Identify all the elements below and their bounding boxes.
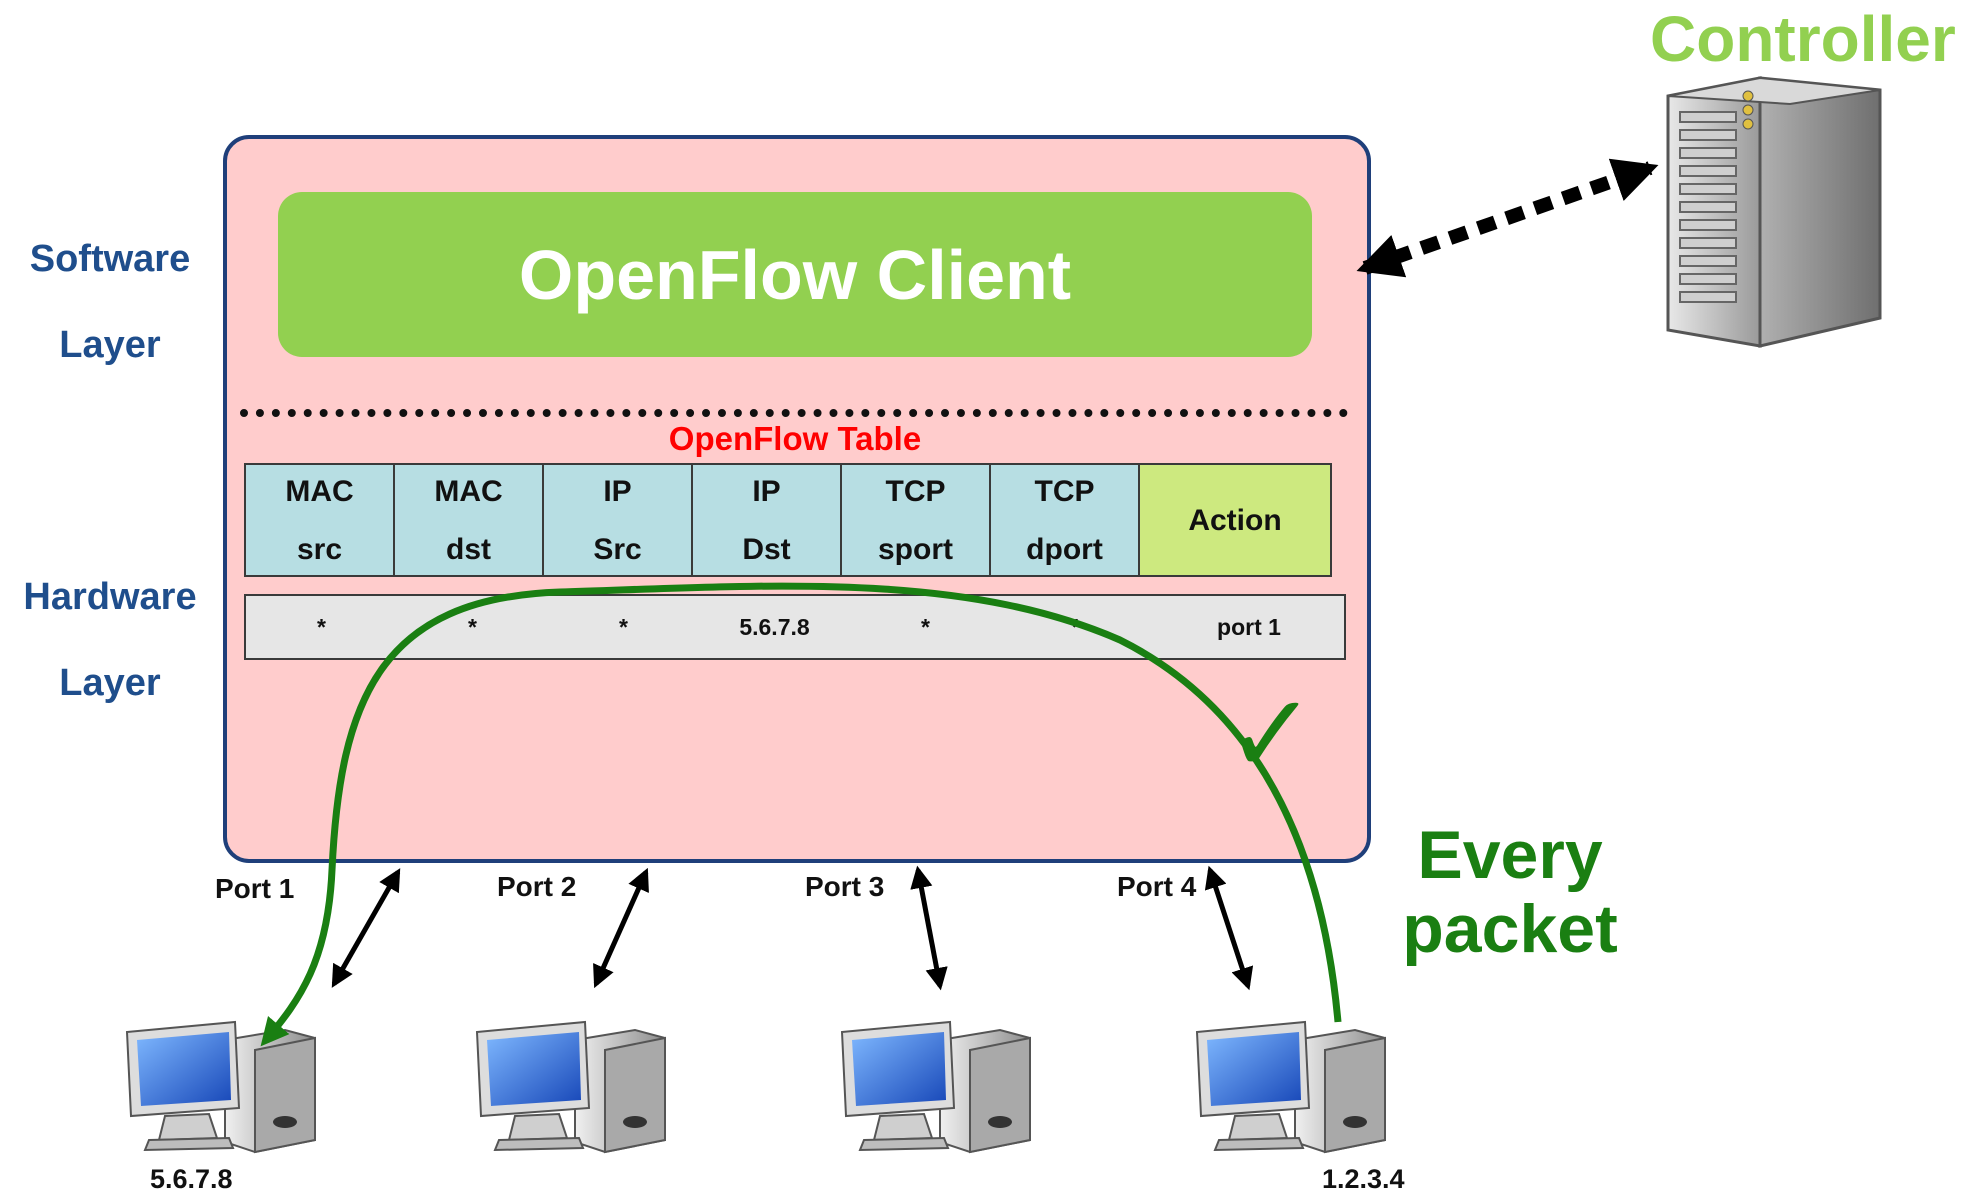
header-ip-src: IP Src — [542, 463, 693, 577]
header-ip-dst: IP Dst — [691, 463, 842, 577]
header-cell-bottom: dport — [1026, 533, 1103, 566]
header-mac-dst: MAC dst — [393, 463, 544, 577]
port2-arrow — [593, 867, 649, 989]
header-cell-bottom: dst — [446, 533, 491, 566]
rule-mac-dst: * — [468, 613, 477, 640]
host3-computer-icon — [841, 1021, 1031, 1153]
host1-computer-icon — [126, 1021, 316, 1153]
header-cell-top: IP — [752, 475, 781, 508]
port3-arrow — [910, 865, 948, 991]
flow-table-header: MAC src MAC dst IP Src IP Dst TCP sport … — [244, 463, 1346, 577]
host4-ip-label: 1.2.3.4 — [1322, 1164, 1405, 1194]
openflow-table-title: OpenFlow Table — [668, 420, 922, 457]
hardware-layer-label: Hardware Layer — [6, 578, 214, 702]
port3-label: Port 3 — [805, 871, 885, 902]
header-cell-bottom: Src — [593, 533, 642, 566]
port4-arrow — [1204, 865, 1254, 991]
header-tcp-sport: TCP sport — [840, 463, 991, 577]
port1-arrow — [331, 868, 401, 988]
port1-label: Port 1 — [215, 873, 295, 904]
header-cell-top: TCP — [1034, 475, 1095, 508]
rule-tcp-dport: * — [1072, 613, 1081, 640]
header-cell-top: MAC — [285, 475, 354, 508]
controller-title: Controller — [1650, 3, 1956, 75]
every-packet-line2: packet — [1402, 891, 1618, 967]
header-cell-top: IP — [603, 475, 632, 508]
rule-mac-src: * — [317, 613, 326, 640]
every-packet-label: Every packet — [1370, 818, 1650, 966]
rule-ip-dst: 5.6.7.8 — [739, 613, 810, 640]
port2-label: Port 2 — [497, 871, 577, 902]
every-packet-line1: Every — [1417, 817, 1603, 893]
rule-action: port 1 — [1217, 613, 1281, 640]
header-cell-bottom: src — [296, 533, 343, 566]
software-hardware-divider — [240, 409, 1348, 417]
software-layer-label-line2: Layer — [59, 324, 161, 366]
host2-computer-icon — [476, 1021, 666, 1153]
host4-computer-icon — [1196, 1021, 1386, 1153]
controller-link-arrow — [1356, 158, 1659, 278]
port4-label: Port 4 — [1117, 871, 1197, 902]
header-cell-top: TCP — [885, 475, 946, 508]
hardware-layer-label-line2: Layer — [59, 662, 161, 704]
hardware-layer-label-line1: Hardware — [23, 576, 197, 618]
header-mac-src: MAC src — [244, 463, 395, 577]
header-action: Action — [1138, 463, 1332, 577]
openflow-client-box: OpenFlow Client — [278, 192, 1312, 357]
header-cell-bottom: Dst — [742, 533, 791, 566]
header-cell-top: MAC — [434, 475, 503, 508]
header-cell-bottom: sport — [878, 533, 953, 566]
checkmark-icon: ✓ — [1225, 673, 1318, 796]
flow-rule-row: * * * 5.6.7.8 * * port 1 — [244, 594, 1346, 660]
header-tcp-dport: TCP dport — [989, 463, 1140, 577]
software-layer-label-line1: Software — [29, 238, 191, 280]
rule-tcp-sport: * — [921, 613, 930, 640]
rule-ip-src: * — [619, 613, 628, 640]
host1-ip-label: 5.6.7.8 — [150, 1164, 233, 1194]
software-layer-label: Software Layer — [10, 240, 210, 364]
